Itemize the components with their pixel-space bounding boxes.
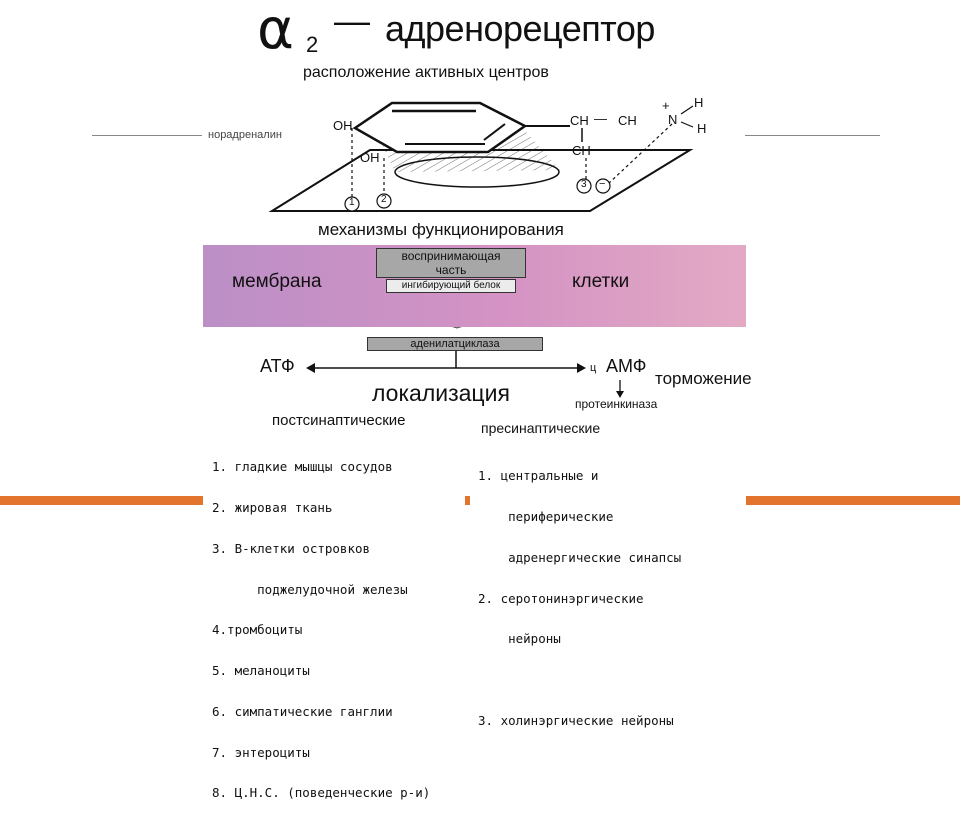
subtitle: расположение активных центров xyxy=(303,64,549,81)
benzene-inner-bond-3 xyxy=(483,123,506,141)
inhibition-label: торможение xyxy=(655,369,752,388)
site-circle-minus xyxy=(595,178,611,194)
atp-label: АТФ xyxy=(260,356,295,376)
h-bottom-label: H xyxy=(697,121,707,136)
list-item: 4.тромбоциты xyxy=(212,622,303,638)
nitrogen-label: N xyxy=(668,112,678,127)
receiving-part-line-2: часть xyxy=(435,263,467,277)
oh-top-label: OH xyxy=(333,118,353,133)
list-item: 3. холинэргические нейроны xyxy=(478,712,674,728)
list-item: адренергические синапсы xyxy=(478,549,682,565)
receiving-part-line-1: воспринимающая xyxy=(401,249,501,263)
site-circle-3 xyxy=(576,178,592,194)
list-item: 2. серотонинэргические xyxy=(478,590,644,606)
ch-label-1: CH xyxy=(570,113,589,128)
dash-between-label: — xyxy=(594,111,607,126)
noradrenaline-label: норадреналин xyxy=(208,129,282,141)
title-dash: — xyxy=(334,0,370,41)
site-1-label: 1 xyxy=(349,197,355,208)
site-circle-2 xyxy=(376,193,392,209)
oh-bottom-label: OH xyxy=(360,150,380,165)
localization-title: локализация xyxy=(372,380,510,406)
plus-label: + xyxy=(662,98,670,113)
list-item: периферические xyxy=(478,508,614,524)
kinase-arrow-head xyxy=(616,391,624,398)
postsynaptic-list: 1. гладкие мышцы сосудов 2. жировая ткан… xyxy=(212,433,430,814)
presynaptic-list: 1. центральные и периферические адренерг… xyxy=(478,442,681,741)
amp-arrow-head xyxy=(577,363,586,373)
ch-label-3: CH xyxy=(572,143,591,158)
site-2-label: 2 xyxy=(381,194,387,205)
list-background-left xyxy=(203,432,465,540)
page-title: адренорецептор xyxy=(385,8,655,49)
n-h-bond-top xyxy=(680,105,694,115)
c-prefix-label: ц xyxy=(590,362,597,374)
list-item: 1. гладкие мышцы сосудов xyxy=(212,459,393,475)
protein-kinase-label: протеинкиназа xyxy=(575,397,658,411)
receptor-plane xyxy=(268,149,694,212)
inhibitory-protein-box: ингибирующий белок xyxy=(386,279,516,293)
alpha-symbol: α xyxy=(257,0,294,62)
list-background-right xyxy=(470,440,746,540)
list-item: 5. меланоциты xyxy=(212,663,310,679)
alpha-subscript: 2 xyxy=(306,32,319,57)
list-item: нейроны xyxy=(478,631,561,647)
membrane-left-label: мембрана xyxy=(232,271,322,292)
adenylate-cyclase-label: аденилатциклаза xyxy=(410,338,500,350)
h-top-label: H xyxy=(694,95,704,110)
postsynaptic-header: постсинаптические xyxy=(272,412,406,429)
ch-label-2: CH xyxy=(618,113,637,128)
left-rule xyxy=(92,135,202,136)
list-item: 8. Ц.Н.С. (поведенческие р-и) xyxy=(212,785,431,801)
list-item: поджелудочной железы xyxy=(212,581,408,597)
right-rule xyxy=(745,135,880,136)
mechanisms-title: механизмы функционирования xyxy=(318,220,564,239)
site-circle-1 xyxy=(344,196,360,212)
membrane-right-label: клетки xyxy=(572,271,630,292)
atp-arrow-head xyxy=(306,363,315,373)
inhibitory-protein-label: ингибирующий белок xyxy=(401,280,501,291)
projection-line-n xyxy=(607,123,673,185)
amp-label: АМФ xyxy=(606,356,647,376)
site-3-label: 3 xyxy=(581,179,587,190)
presynaptic-header: пресинаптические xyxy=(481,420,601,436)
minus-label: − xyxy=(599,178,606,190)
list-item: 7. энтероциты xyxy=(212,744,310,760)
receiving-part-box: воспринимающая часть xyxy=(376,248,526,278)
list-item: 6. симпатические ганглии xyxy=(212,703,393,719)
list-item xyxy=(478,673,681,687)
list-item: 2. жировая ткань xyxy=(212,499,333,515)
adenylate-cyclase-box: аденилатциклаза xyxy=(367,337,543,351)
list-item: 3. B-клетки островков xyxy=(212,540,371,556)
n-h-bond-bottom xyxy=(680,121,694,128)
list-item: 1. центральные и xyxy=(478,468,599,484)
